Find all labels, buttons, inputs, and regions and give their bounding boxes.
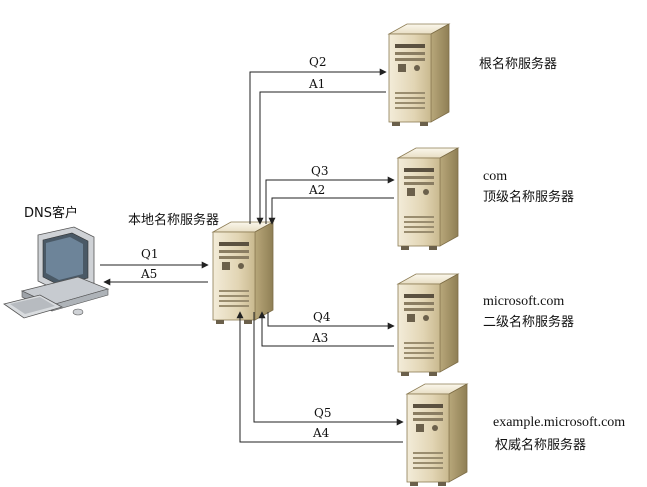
- com-server-icon: [397, 147, 459, 251]
- q1-label: Q1: [141, 247, 158, 261]
- a4-label: A4: [312, 426, 330, 440]
- q3-arrow: [265, 176, 395, 224]
- a5-label: A5: [140, 267, 157, 281]
- q2-label: Q2: [309, 55, 326, 69]
- example-server-label: 权威名称服务器: [495, 437, 586, 453]
- example-server-domain: example.microsoft.com: [493, 415, 625, 430]
- a4-arrow: [236, 311, 403, 443]
- q5-arrow: [253, 312, 404, 426]
- local-server-icon: [212, 221, 274, 325]
- dns-client-computer-icon: [3, 226, 110, 319]
- a2-arrow: [268, 197, 394, 225]
- a3-arrow: [258, 311, 394, 347]
- q2-arrow: [249, 68, 387, 224]
- q4-label: Q4: [313, 310, 331, 324]
- com-server-domain: com: [483, 169, 507, 184]
- microsoft-server-icon: [397, 273, 459, 377]
- a2-label: A2: [308, 183, 325, 197]
- com-server-label: 顶级名称服务器: [483, 189, 574, 205]
- local-server-label: 本地名称服务器: [128, 212, 219, 228]
- microsoft-server-label: 二级名称服务器: [483, 314, 574, 330]
- q3-label: Q3: [311, 164, 328, 178]
- a1-label: A1: [308, 77, 325, 91]
- microsoft-server-domain: microsoft.com: [483, 294, 564, 309]
- q5-label: Q5: [314, 406, 331, 420]
- root-server-label: 根名称服务器: [479, 56, 557, 72]
- client-label: DNS客户: [24, 205, 78, 221]
- example-server-icon: [406, 383, 468, 487]
- root-server-icon: [388, 23, 450, 127]
- a1-arrow: [256, 91, 386, 225]
- q4-arrow: [267, 312, 395, 330]
- a3-label: A3: [311, 331, 328, 345]
